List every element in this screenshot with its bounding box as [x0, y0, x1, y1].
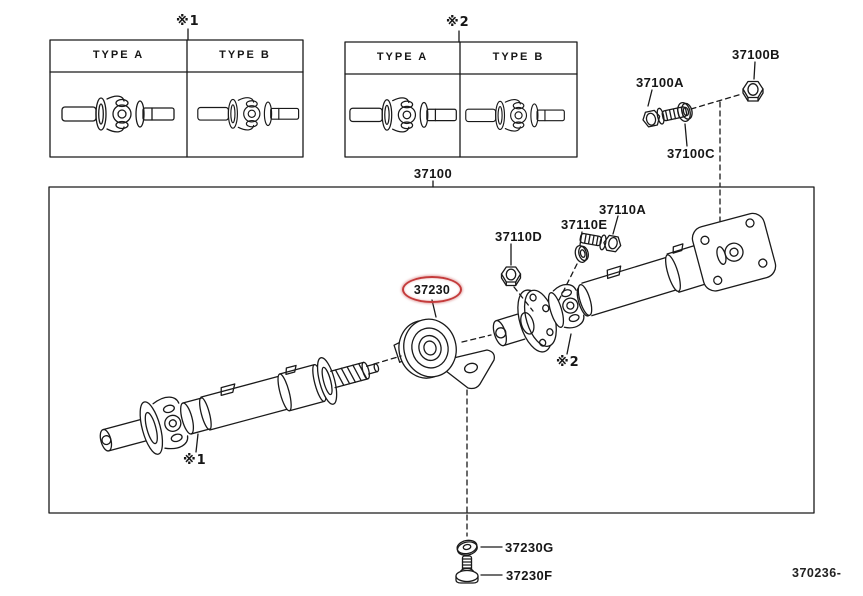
axis-dashed-lines [373, 334, 492, 537]
comparison-table-1 [49, 28, 304, 158]
part-label-37230f: 37230F [506, 568, 553, 583]
rear-shaft-hub-drawing [492, 313, 526, 347]
leader-lines-top [647, 61, 756, 147]
leader-lines-bottom [480, 546, 503, 576]
leader-lines-mid [510, 215, 619, 266]
part-label-37110a: 37110A [599, 202, 647, 217]
washer-37230g-icon [456, 539, 478, 556]
ref-mark-2-drawing: ※2 [556, 355, 580, 370]
part-label-37110e: 37110E [561, 217, 608, 232]
table1-header-type-a: TYPE A [92, 49, 145, 61]
front-propeller-shaft-drawing [99, 357, 380, 455]
rear-end-yoke-drawing [691, 212, 777, 292]
u-joint-type-b-1-icon [197, 97, 300, 131]
part-label-37100b: 37100B [732, 47, 780, 62]
part-label-37100: 37100 [413, 166, 453, 181]
footer-part-code: 370236- [792, 566, 842, 580]
center-bearing-37230-drawing [393, 299, 495, 390]
dashed-links-mid [513, 263, 578, 312]
ref2-leader [566, 333, 572, 355]
ref-mark-2-top: ※2 [446, 15, 470, 30]
comparison-table-2 [344, 30, 578, 158]
bolt-37110a-icon [579, 232, 622, 253]
part-label-37230g: 37230G [505, 540, 554, 555]
main-assembly-box [48, 180, 815, 514]
ref-mark-1-top: ※1 [176, 14, 200, 29]
ref1-leader [195, 433, 199, 453]
nut-37110d-icon [500, 266, 522, 287]
washer-37100c-icon [677, 102, 693, 122]
part-label-37110d: 37110D [495, 229, 543, 244]
nut-37100b-icon [742, 80, 764, 102]
part-label-37230: 37230 [413, 282, 451, 297]
u-joint-type-a-2-icon [349, 97, 457, 133]
ref-mark-1-drawing: ※1 [183, 453, 207, 468]
table1-header-type-b: TYPE B [219, 49, 271, 61]
part-label-37100a: 37100A [636, 75, 684, 90]
bolt-37100a-icon [642, 106, 688, 128]
u-joint-type-b-2-icon [465, 99, 565, 132]
table2-header-type-a: TYPE A [376, 51, 429, 63]
table2-header-type-b: TYPE B [492, 51, 545, 63]
highlighted-part-callout: 37230 [402, 276, 462, 303]
part-label-37100c: 37100C [667, 146, 715, 161]
u-joint-type-a-1-icon [61, 95, 175, 133]
washer-37110e-icon [574, 244, 589, 264]
bolt-37230f-icon [455, 555, 479, 584]
